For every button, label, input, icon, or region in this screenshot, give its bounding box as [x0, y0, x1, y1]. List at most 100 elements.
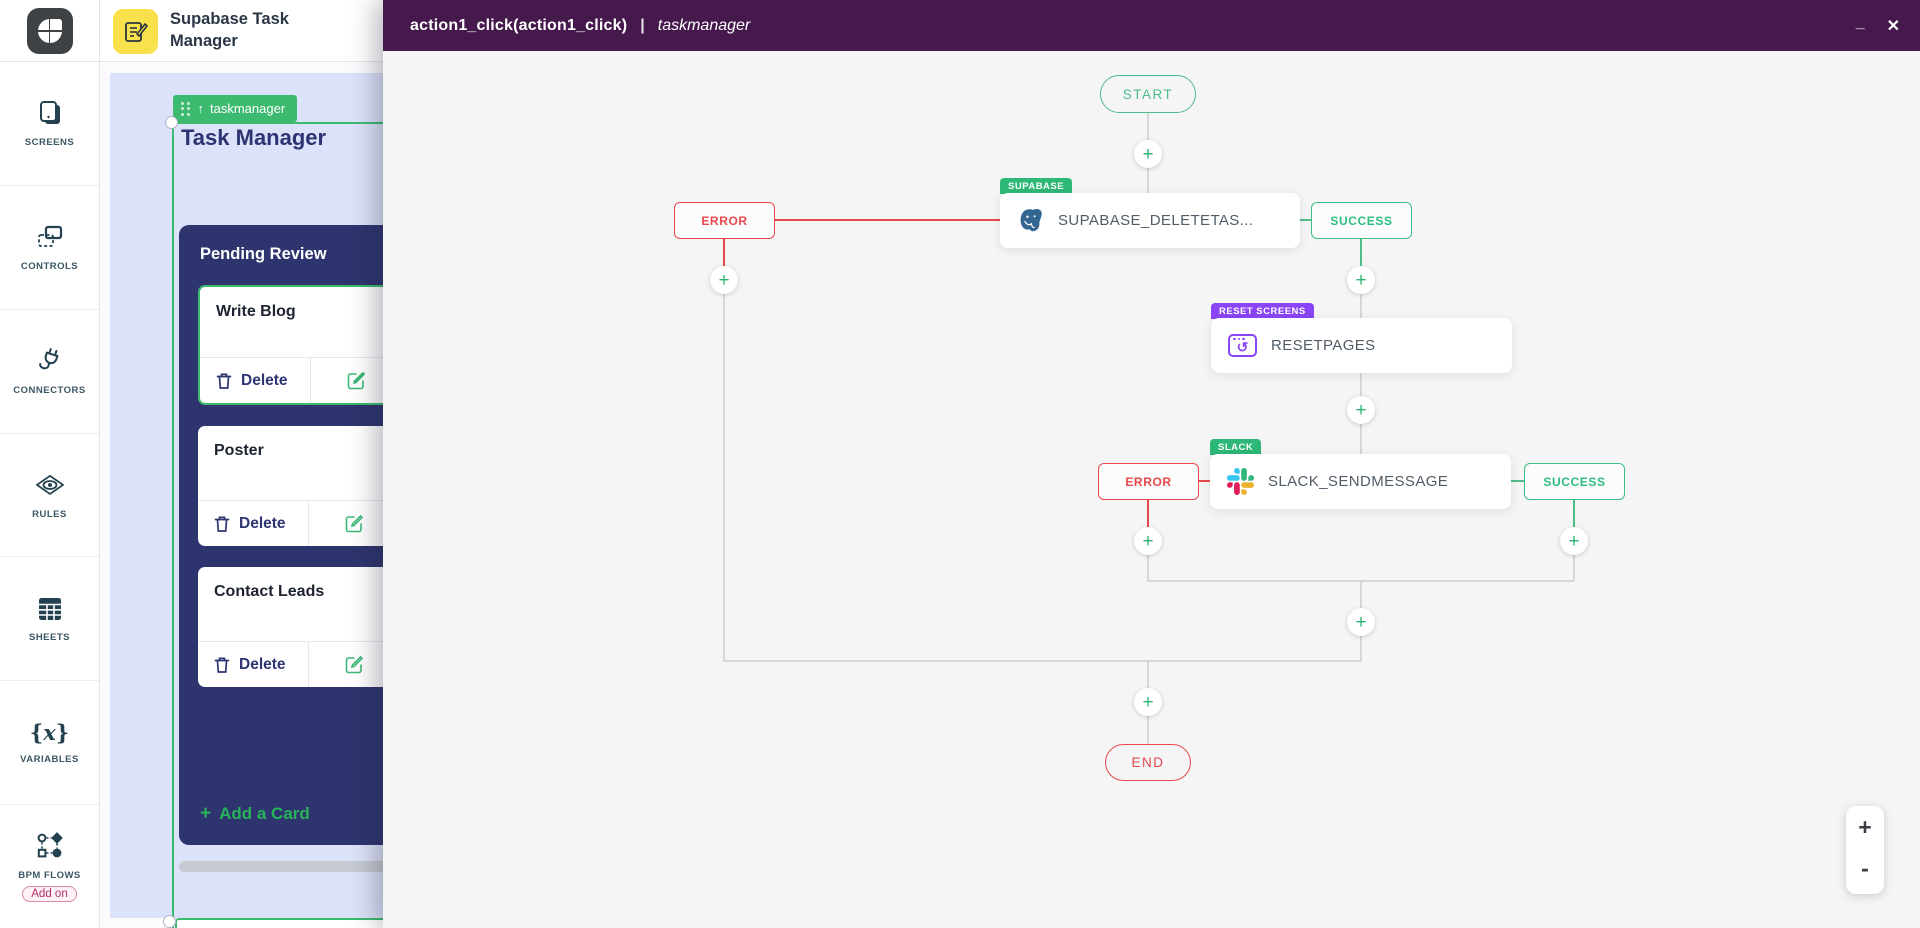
- edit-button[interactable]: [309, 501, 383, 546]
- app-icon: [113, 9, 158, 54]
- slack-icon: [1227, 468, 1254, 495]
- connector-line: [723, 294, 725, 661]
- task-card-title: Poster: [214, 442, 264, 459]
- connector-line: [1147, 661, 1149, 688]
- add-step-button[interactable]: +: [1347, 608, 1375, 636]
- start-node[interactable]: START: [1100, 75, 1196, 113]
- sidebar-item-controls[interactable]: CONTROLS: [0, 186, 99, 310]
- flow-step-resetpages[interactable]: ↺ RESETPAGES: [1211, 318, 1512, 373]
- plus-icon: +: [200, 803, 212, 824]
- sidebar-label: CONNECTORS: [13, 385, 86, 397]
- add-step-button[interactable]: +: [710, 266, 738, 294]
- connector-line: [1147, 580, 1574, 582]
- connector-line: [1360, 581, 1362, 608]
- addon-badge: Add on: [22, 886, 77, 903]
- drag-handle-icon[interactable]: [181, 101, 190, 116]
- selection-outline-top: [172, 122, 383, 124]
- add-step-button[interactable]: +: [1347, 396, 1375, 424]
- postgresql-icon: [1020, 209, 1042, 232]
- success-branch-chip[interactable]: SUCCESS: [1524, 463, 1625, 500]
- step-label: SLACK_SENDMESSAGE: [1268, 473, 1449, 490]
- selected-bottom-widget[interactable]: [175, 918, 383, 928]
- zoom-in-button[interactable]: +: [1858, 814, 1872, 840]
- selection-handle[interactable]: [165, 116, 178, 129]
- connector-line: [1360, 373, 1362, 397]
- add-step-button[interactable]: +: [1134, 527, 1162, 555]
- sidebar-label: RULES: [32, 509, 67, 520]
- sidebar-item-screens[interactable]: SCREENS: [0, 62, 99, 186]
- reset-screens-icon: ↺: [1228, 334, 1257, 357]
- connector-line: [1147, 112, 1149, 140]
- task-card[interactable]: Contact Leads Delete: [198, 567, 383, 687]
- screen-heading[interactable]: Task Manager: [181, 125, 327, 150]
- edit-button[interactable]: [309, 642, 383, 687]
- selected-widget-tag[interactable]: ↑ taskmanager: [173, 95, 298, 122]
- add-step-button[interactable]: +: [1347, 266, 1375, 294]
- move-up-arrow-icon[interactable]: ↑: [197, 101, 205, 116]
- selection-handle[interactable]: [163, 915, 176, 928]
- connector-badge: RESET SCREENS: [1211, 303, 1314, 319]
- app-preview-area: ↑ taskmanager Task Manager Pending Revie…: [100, 62, 383, 928]
- success-connector-line: [1300, 219, 1311, 221]
- add-step-button[interactable]: +: [1560, 527, 1588, 555]
- connector-line: [1573, 555, 1575, 581]
- step-label: SUPABASE_DELETETAS...: [1058, 212, 1254, 229]
- flow-editor-panel: action1_click(action1_click) | taskmanag…: [383, 0, 1920, 928]
- horizontal-scrollbar[interactable]: [179, 861, 383, 872]
- flow-canvas[interactable]: START END SUPABASE SUPABASE_DELETETAS...…: [383, 51, 1920, 928]
- add-step-button[interactable]: +: [1134, 688, 1162, 716]
- edit-pencil-icon: [347, 371, 366, 390]
- left-sidebar: SCREENS CONTROLS CONNECTORS RULES: [0, 62, 100, 928]
- add-card-label: Add a Card: [219, 804, 310, 823]
- flow-step-slack[interactable]: SLACK_SENDMESSAGE: [1210, 454, 1511, 509]
- sidebar-item-bpm-flows[interactable]: BPM FLOWS Add on: [0, 805, 99, 928]
- error-branch-chip[interactable]: ERROR: [1098, 463, 1199, 500]
- connector-line: [1147, 555, 1149, 581]
- delete-label: Delete: [239, 514, 286, 532]
- error-branch-chip[interactable]: ERROR: [674, 202, 775, 239]
- zoom-out-button[interactable]: -: [1861, 855, 1869, 881]
- platform-logo[interactable]: [26, 8, 73, 54]
- sidebar-item-variables[interactable]: {x} VARIABLES: [0, 681, 99, 806]
- edit-pencil-icon: [345, 514, 364, 533]
- connector-line: [1360, 636, 1362, 661]
- connector-badge: SUPABASE: [1000, 178, 1073, 194]
- delete-label: Delete: [241, 371, 288, 389]
- task-card[interactable]: Poster Delete: [198, 426, 383, 546]
- close-button[interactable]: ✕: [1886, 17, 1900, 35]
- success-branch-chip[interactable]: SUCCESS: [1311, 202, 1412, 239]
- kanban-column[interactable]: Pending Review Write Blog Delete Poster …: [179, 225, 383, 845]
- connector-line: [1147, 716, 1149, 744]
- delete-button[interactable]: Delete: [198, 501, 309, 546]
- controls-icon: [37, 226, 62, 248]
- trash-icon: [214, 515, 230, 532]
- task-card-title: Contact Leads: [214, 583, 325, 600]
- sidebar-item-rules[interactable]: RULES: [0, 434, 99, 558]
- error-connector-line: [1198, 480, 1210, 482]
- flow-editor-header: action1_click(action1_click) | taskmanag…: [383, 0, 1920, 51]
- delete-button[interactable]: Delete: [198, 642, 309, 687]
- trash-icon: [214, 656, 230, 673]
- end-node[interactable]: END: [1105, 744, 1191, 781]
- flow-context-name: taskmanager: [657, 16, 751, 34]
- sheets-table-icon: [38, 597, 61, 620]
- connector-line: [723, 660, 1362, 662]
- add-step-button[interactable]: +: [1134, 140, 1162, 168]
- sidebar-label: SHEETS: [28, 631, 70, 643]
- flow-step-supabase[interactable]: SUPABASE_DELETETAS...: [1000, 193, 1300, 248]
- selection-outline-left: [172, 122, 174, 928]
- task-card[interactable]: Write Blog Delete: [198, 285, 383, 405]
- flow-title-separator: |: [640, 16, 645, 34]
- variables-icon: {x}: [29, 720, 70, 746]
- sidebar-item-sheets[interactable]: SHEETS: [0, 557, 99, 682]
- edit-button[interactable]: [311, 358, 383, 403]
- app-title: Supabase Task Manager: [170, 10, 289, 50]
- delete-button[interactable]: Delete: [200, 358, 311, 403]
- success-connector-line: [1360, 239, 1362, 266]
- sidebar-item-connectors[interactable]: CONNECTORS: [0, 310, 99, 434]
- minimize-button[interactable]: _: [1855, 13, 1865, 31]
- error-connector-line: [723, 239, 725, 266]
- task-card-title: Write Blog: [216, 303, 296, 320]
- add-card-button[interactable]: + Add a Card: [200, 803, 310, 825]
- widget-tag-label: taskmanager: [210, 101, 286, 116]
